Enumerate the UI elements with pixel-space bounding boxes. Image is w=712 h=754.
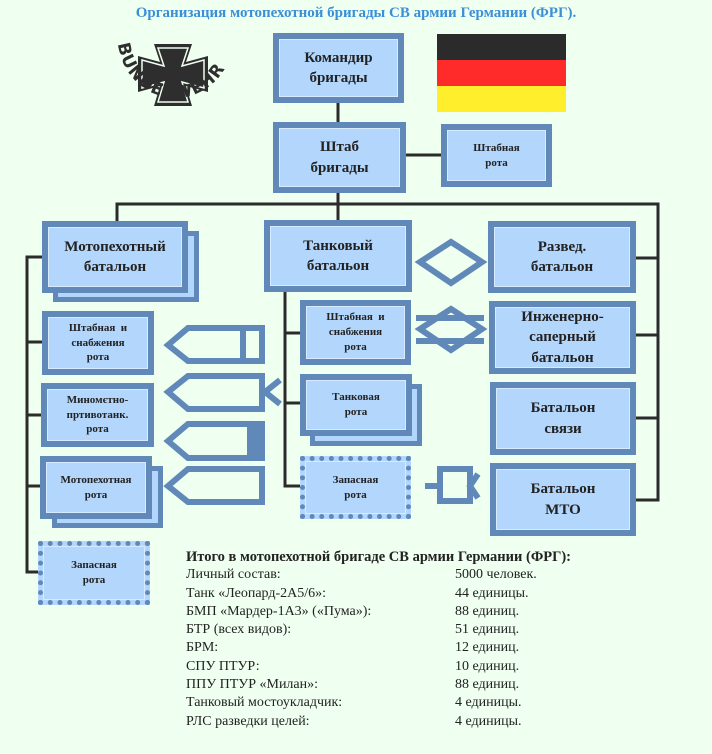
hq-company-box[interactable]: Штабная рота [441, 124, 552, 187]
flag-stripe-red [437, 60, 566, 86]
brigade-commander-box[interactable]: Командир бригады [273, 33, 404, 103]
summary-label: Танк «Леопард-2А5/6»: [186, 585, 327, 601]
summary-value: 5000 человек. [455, 567, 537, 583]
summary-row: БТР (всех видов): 51 единиц. [186, 621, 571, 639]
summary-label: СПУ ПТУР: [186, 658, 260, 674]
summary-value: 4 единицы. [455, 695, 522, 711]
summary-value: 88 единиц. [455, 603, 520, 619]
mech-hq-supply-company-label: Штабная и снабжения рота [68, 321, 128, 364]
mech-battalion-label: Мотопехотный батальон [64, 238, 166, 275]
logistics-battalion-label: Батальон МТО [530, 481, 596, 518]
engineer-battalion-label: Инженерно- саперный батальон [521, 309, 604, 366]
summary-label: РЛС разведки целей: [186, 713, 310, 729]
mech-company-label: Мотопехотная рота [60, 473, 132, 501]
summary-value: 44 единицы. [455, 585, 529, 601]
line-top-bus [115, 202, 660, 502]
engineer-symbol [414, 305, 488, 354]
armored-symbol [163, 421, 265, 461]
summary-value: 51 единиц. [455, 622, 520, 638]
engineer-battalion-box[interactable]: Инженерно- саперный батальон [489, 301, 636, 374]
signal-battalion-label: Батальон связи [530, 400, 596, 437]
mech-reserve-company-label: Запасная рота [71, 559, 117, 586]
brigade-hq-label: Штаб бригады [310, 139, 369, 176]
tank-battalion-box[interactable]: Танковый батальон [264, 220, 412, 292]
page-title: Организация мотопехотной бригады СВ арми… [135, 5, 577, 21]
mortar-at-company-box[interactable]: Миномєтно- пртивотанк. рота [41, 383, 154, 447]
summary-value: 4 единицы. [455, 713, 522, 729]
summary-value: 12 единиц. [455, 640, 520, 656]
flag-stripe-gold [437, 86, 566, 112]
summary-label: БРМ: [186, 640, 219, 656]
infantry-symbol [163, 466, 265, 505]
mech-battalion-box[interactable]: Мотопехотный батальон [42, 221, 188, 293]
summary-row: РЛС разведки целей: 4 единицы. [186, 713, 571, 731]
recon-battalion-label: Развед. батальон [530, 238, 594, 275]
tank-hq-supply-company-box[interactable]: Штабная и снабжения рота [300, 300, 411, 365]
mech-reserve-company-box[interactable]: Запасная рота [38, 541, 150, 605]
summary-label: БМП «Мардер-1А3» («Пума»): [186, 603, 372, 619]
bundeswehr-logo: BUNDESWEHR [113, 41, 229, 106]
summary-row: БРМ: 12 единиц. [186, 639, 571, 657]
mortar-at-symbol [163, 373, 282, 412]
hq-supply-symbol [163, 325, 265, 364]
mech-hq-supply-company-box[interactable]: Штабная и снабжения рота [42, 311, 154, 375]
summary-row: Танковый мостоукладчик: 4 единицы. [186, 694, 571, 712]
tank-hq-supply-company-label: Штабная и снабжения рота [326, 311, 385, 353]
summary-row: СПУ ПТУР: 10 единиц. [186, 658, 571, 676]
iron-cross-icon [138, 44, 208, 106]
signal-battalion-box[interactable]: Батальон связи [490, 382, 636, 455]
brigade-hq-box[interactable]: Штаб бригады [273, 122, 406, 193]
summary-heading: Итого в мотопехотной бригаде СВ армии Ге… [186, 549, 572, 565]
recon-symbol [414, 238, 488, 287]
line-tank-bus [283, 290, 302, 488]
tank-reserve-company-box[interactable]: Запасная рота [300, 456, 411, 519]
summary-label: Личный состав: [186, 567, 281, 583]
summary-label: БТР (всех видов): [186, 622, 292, 638]
logistics-symbol [425, 466, 481, 504]
tank-company-box[interactable]: Танковая рота [300, 374, 412, 436]
summary-label: Танковый мостоукладчик: [186, 695, 343, 711]
hq-company-label: Штабная рота [473, 141, 520, 169]
flag-stripe-black [437, 34, 566, 60]
recon-battalion-box[interactable]: Развед. батальон [488, 221, 636, 293]
summary-row: Танк «Леопард-2А5/6»: 44 единицы. [186, 585, 571, 603]
summary-table: Итого в мотопехотной бригаде СВ армии Ге… [186, 548, 571, 731]
summary-value: 10 единиц. [455, 658, 520, 674]
mortar-at-company-label: Миномєтно- пртивотанк. рота [66, 393, 129, 436]
mech-company-box[interactable]: Мотопехотная рота [40, 456, 152, 519]
tank-company-label: Танковая рота [332, 391, 380, 418]
brigade-commander-label: Командир бригады [304, 49, 373, 86]
tank-reserve-company-label: Запасная рота [332, 473, 379, 501]
summary-label: ППУ ПТУР «Милан»: [186, 677, 319, 693]
summary-row: Личный состав: 5000 человек. [186, 566, 571, 584]
summary-row: БМП «Мардер-1А3» («Пума»): 88 единиц. [186, 603, 571, 621]
logistics-battalion-box[interactable]: Батальон МТО [490, 463, 636, 536]
tank-battalion-label: Танковый батальон [303, 237, 373, 274]
summary-value: 88 единиц. [455, 677, 520, 693]
german-flag [437, 34, 566, 112]
summary-row: ППУ ПТУР «Милан»: 88 единиц. [186, 676, 571, 694]
